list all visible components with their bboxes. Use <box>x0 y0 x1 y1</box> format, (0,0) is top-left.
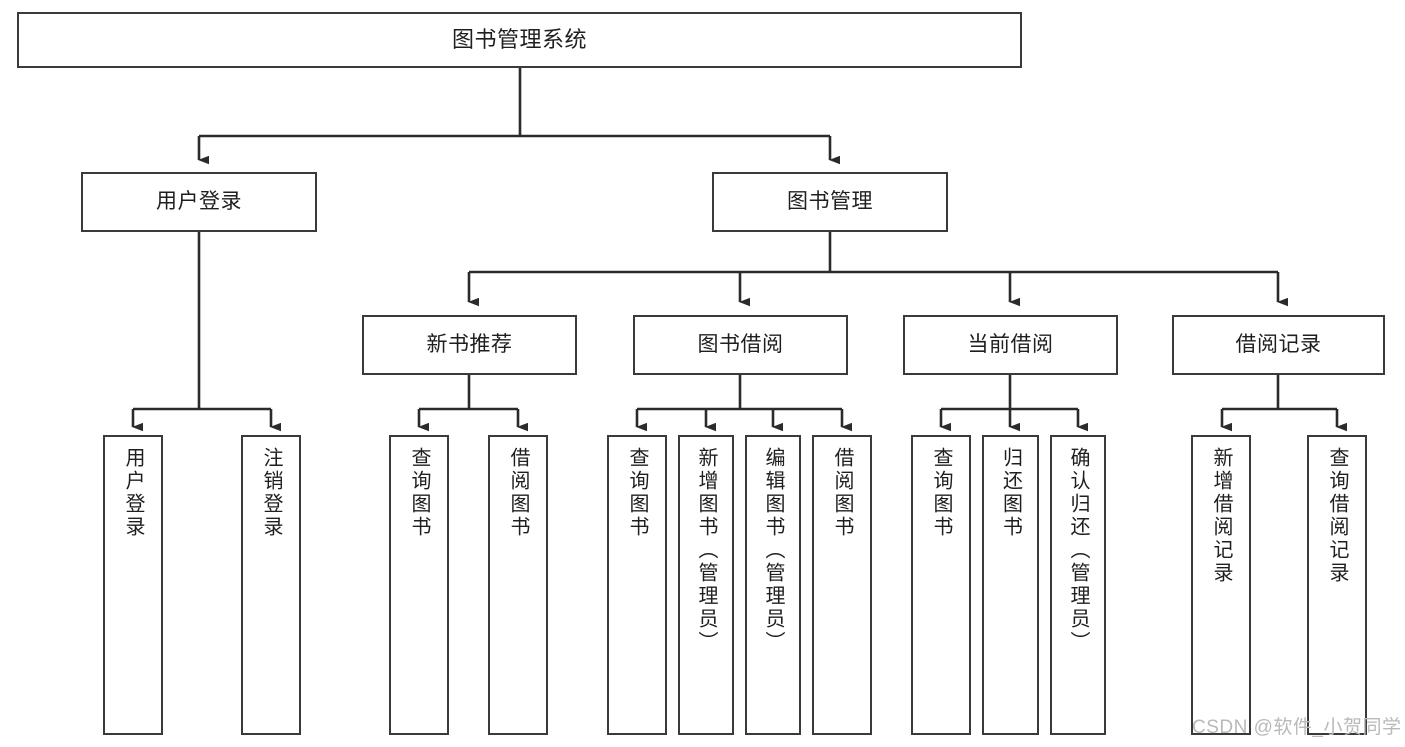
node-new-book-recommend[interactable]: 新书推荐 <box>362 315 577 375</box>
node-label: 新增图书（管理员） <box>695 447 717 654</box>
leaf-query-book-recommend[interactable]: 查询图书 <box>389 435 449 735</box>
node-label: 确认归还（管理员） <box>1067 447 1089 654</box>
leaf-borrow-book[interactable]: 借阅图书 <box>812 435 872 735</box>
node-label: 查询图书 <box>626 447 648 539</box>
leaf-edit-book-admin[interactable]: 编辑图书（管理员） <box>745 435 801 735</box>
node-borrow-record[interactable]: 借阅记录 <box>1172 315 1385 375</box>
leaf-query-book-current[interactable]: 查询图书 <box>911 435 971 735</box>
watermark-text: CSDN @软件_小贺同学 <box>1192 717 1402 738</box>
leaf-logout[interactable]: 注销登录 <box>241 435 301 735</box>
node-label: 用户登录 <box>156 189 242 213</box>
leaf-return-book[interactable]: 归还图书 <box>982 435 1039 735</box>
leaf-borrow-book-recommend[interactable]: 借阅图书 <box>488 435 548 735</box>
node-current-borrow[interactable]: 当前借阅 <box>903 315 1118 375</box>
node-label: 新书推荐 <box>426 332 513 356</box>
leaf-add-borrow-record[interactable]: 新增借阅记录 <box>1191 435 1251 735</box>
node-label: 借阅记录 <box>1235 332 1322 356</box>
node-label: 图书管理系统 <box>451 27 587 53</box>
leaf-user-login[interactable]: 用户登录 <box>103 435 163 735</box>
node-label: 注销登录 <box>260 447 282 539</box>
node-label: 新增借阅记录 <box>1210 447 1232 585</box>
leaf-query-book-borrow[interactable]: 查询图书 <box>607 435 667 735</box>
node-label: 图书借阅 <box>697 332 784 356</box>
leaf-confirm-return-admin[interactable]: 确认归还（管理员） <box>1050 435 1106 735</box>
leaf-add-book-admin[interactable]: 新增图书（管理员） <box>678 435 734 735</box>
node-label: 编辑图书（管理员） <box>762 447 784 654</box>
node-label: 当前借阅 <box>967 332 1054 356</box>
node-user-login[interactable]: 用户登录 <box>81 172 317 232</box>
node-label: 借阅图书 <box>507 447 529 539</box>
node-label: 用户登录 <box>122 447 144 539</box>
node-label: 归还图书 <box>999 447 1022 539</box>
node-label: 查询图书 <box>930 447 952 539</box>
node-label: 查询借阅记录 <box>1326 447 1348 585</box>
node-label: 图书管理 <box>787 189 873 213</box>
node-book-management[interactable]: 图书管理 <box>712 172 948 232</box>
node-label: 借阅图书 <box>831 447 853 539</box>
node-label: 查询图书 <box>408 447 430 539</box>
leaf-query-borrow-record[interactable]: 查询借阅记录 <box>1307 435 1367 735</box>
node-book-borrow[interactable]: 图书借阅 <box>633 315 848 375</box>
node-root-book-management-system[interactable]: 图书管理系统 <box>17 12 1022 68</box>
